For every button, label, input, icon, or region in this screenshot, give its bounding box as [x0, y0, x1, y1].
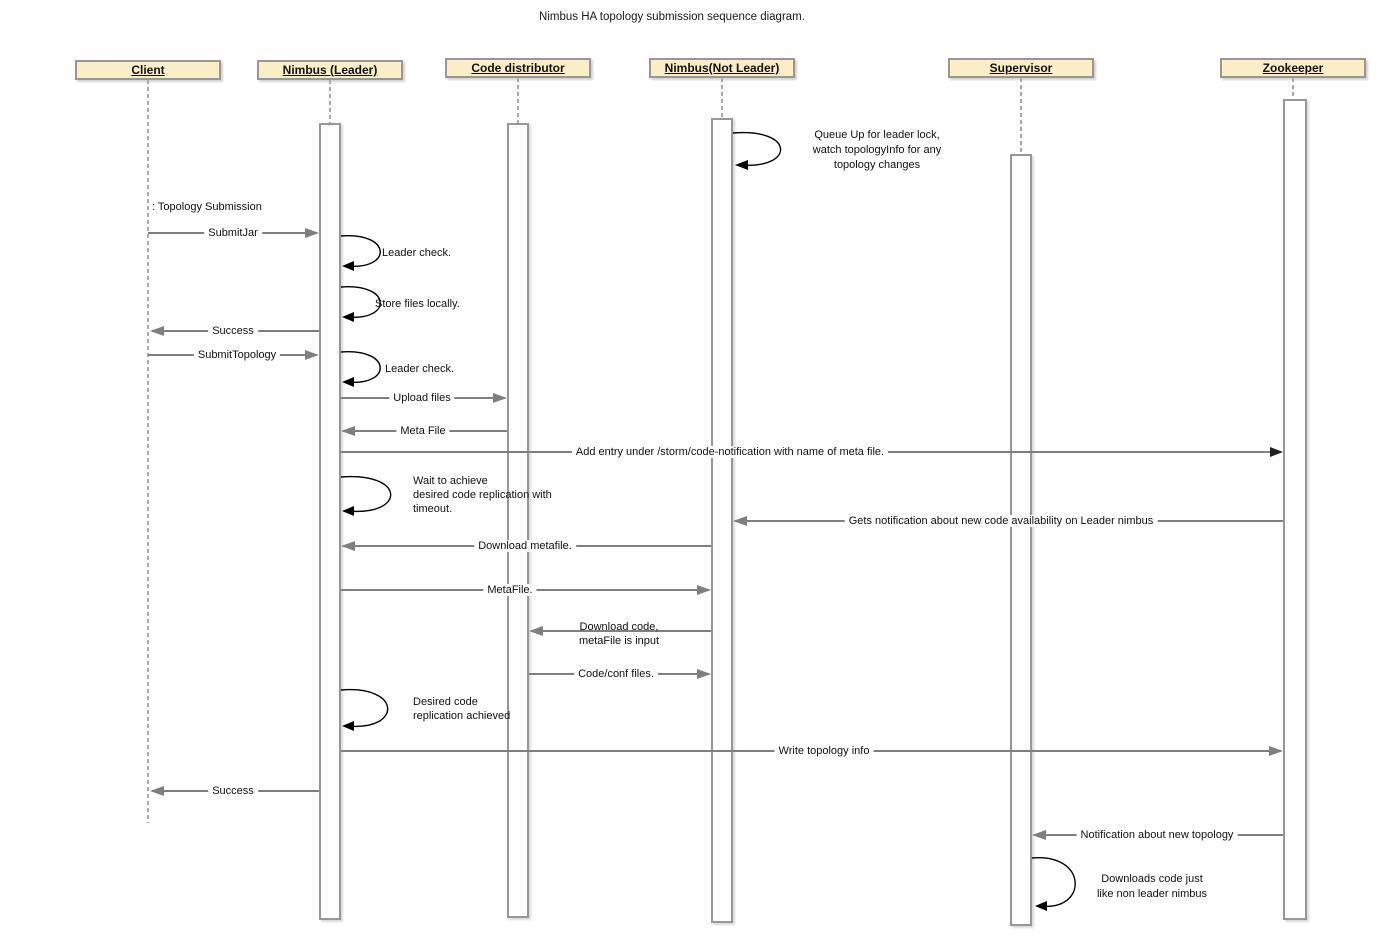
participant-label: Nimbus (Leader) — [282, 63, 378, 77]
participant-label: Zookeeper — [1262, 61, 1324, 75]
label-downloads-code: Downloads code just like non leader nimb… — [1096, 873, 1208, 900]
activation-supervisor — [1010, 154, 1032, 926]
label-queue-up: Queue Up for leader lock, watch topology… — [812, 129, 942, 171]
label-write-topology: Write topology info — [774, 745, 874, 757]
participant-client: Client — [75, 60, 221, 80]
label-success-2: Success — [208, 785, 258, 797]
loop-desired-replication — [340, 689, 389, 731]
loop-leader-check-2 — [340, 351, 381, 387]
activation-code-distributor — [507, 123, 529, 918]
participant-code-distributor: Code distributor — [445, 58, 591, 78]
participant-supervisor: Supervisor — [948, 58, 1094, 78]
label-download-code: Download code, metaFile is input — [578, 621, 660, 647]
label-desired-replication: Desired code replication achieved — [413, 696, 511, 722]
loop-queue-up — [732, 131, 782, 170]
label-code-conf-files: Code/conf files. — [574, 668, 658, 680]
participant-label: Supervisor — [989, 61, 1053, 75]
label-wait-replication: Wait to achieve desired code replication… — [413, 475, 552, 515]
label-upload-files: Upload files — [389, 392, 455, 404]
participant-zookeeper: Zookeeper — [1220, 58, 1366, 78]
loop-store-files — [340, 286, 381, 322]
loop-downloads-code — [1031, 857, 1076, 911]
label-gets-notification: Gets notification about new code availab… — [844, 515, 1158, 527]
label-store-files: Store files locally. — [375, 298, 460, 310]
label-leader-check-2: Leader check. — [385, 363, 455, 375]
participant-label: Client — [131, 63, 165, 77]
label-metafile: MetaFile. — [483, 584, 537, 596]
lifelines — [147, 78, 1294, 823]
loop-leader-check-1 — [340, 235, 381, 271]
activation-nimbus-leader — [319, 123, 341, 920]
participant-label: Code distributor — [471, 61, 565, 75]
message-arrows — [148, 228, 1283, 840]
self-loops — [340, 131, 1076, 911]
participant-nimbus-leader: Nimbus (Leader) — [257, 60, 403, 80]
label-meta-file: Meta File — [396, 425, 450, 437]
activation-zookeeper — [1283, 99, 1307, 920]
label-success-1: Success — [208, 325, 258, 337]
participant-nimbus-not-leader: Nimbus(Not Leader) — [649, 58, 795, 78]
label-notification-topology: Notification about new topology — [1076, 829, 1238, 841]
label-submit-jar: SubmitJar — [204, 227, 262, 239]
label-download-metafile: Download metafile. — [474, 540, 576, 552]
participant-label: Nimbus(Not Leader) — [664, 61, 780, 75]
diagram-title: Nimbus HA topology submission sequence d… — [539, 11, 805, 23]
label-topology-submission: : Topology Submission — [152, 201, 262, 213]
arrow-download-code — [529, 626, 711, 636]
label-add-entry: Add entry under /storm/code-notification… — [571, 446, 889, 458]
label-submit-topology: SubmitTopology — [193, 349, 281, 361]
activation-nimbus-not-leader — [711, 118, 733, 923]
loop-wait-replication — [340, 475, 392, 516]
label-leader-check-1: Leader check. — [382, 247, 452, 259]
